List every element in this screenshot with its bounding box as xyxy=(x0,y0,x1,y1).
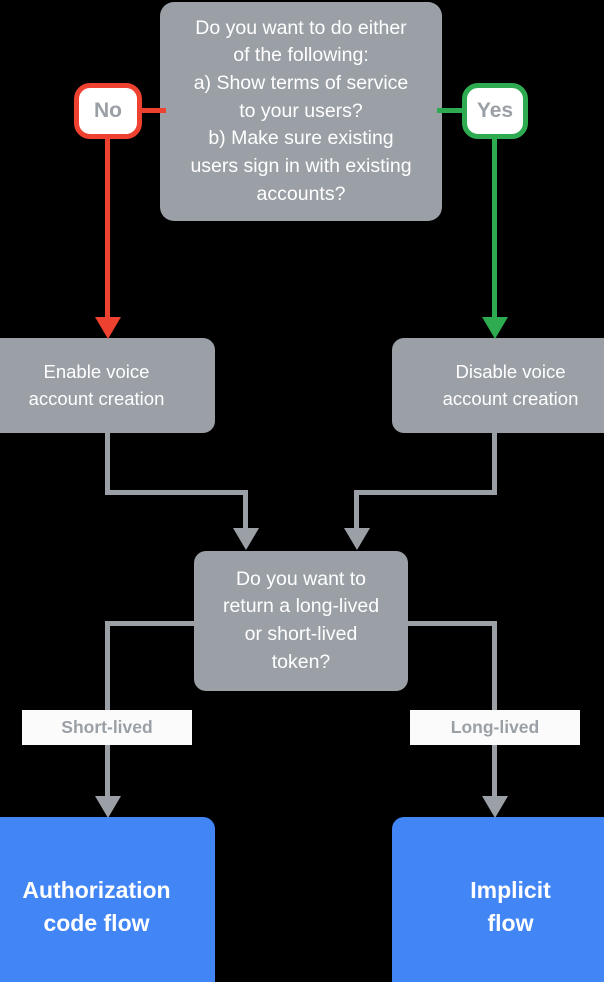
edge-long-across xyxy=(397,621,497,626)
node-enable-text: Enable voice account creation xyxy=(28,361,165,409)
node-disable-voice-account-creation[interactable]: Disable voice account creation xyxy=(392,338,604,433)
edge-no-arrowhead xyxy=(94,317,121,339)
edge-short-across xyxy=(105,621,205,626)
edge-disable-down xyxy=(492,433,497,495)
node-authorization-code-flow[interactable]: Authorization code flow xyxy=(0,817,215,982)
node-authorization-code-flow-text: Authorization code flow xyxy=(22,876,171,936)
branch-badge-yes-label: Yes xyxy=(476,99,514,122)
node-enable-voice-account-creation[interactable]: Enable voice account creation xyxy=(0,338,215,433)
node-disable-text: Disable voice account creation xyxy=(442,361,579,409)
branch-badge-no-label: No xyxy=(94,99,122,122)
node-top-question-text: Do you want to do either of the followin… xyxy=(190,16,412,205)
edge-no-vertical xyxy=(105,136,110,320)
edge-yes-vertical xyxy=(492,136,497,320)
node-implicit-flow[interactable]: Implicit flow xyxy=(392,817,604,982)
node-mid-question[interactable]: Do you want to return a long-lived or sh… xyxy=(194,551,408,691)
edge-long-arrowhead xyxy=(481,796,508,818)
edge-label-short-lived: Short-lived xyxy=(22,710,192,745)
edge-yes-stub xyxy=(437,108,465,113)
edge-no-stub xyxy=(140,108,166,113)
edge-disable-arrowhead xyxy=(343,528,370,550)
edge-label-short-lived-text: Short-lived xyxy=(61,717,153,737)
node-top-question[interactable]: Do you want to do either of the followin… xyxy=(160,2,442,221)
edge-short-arrowhead xyxy=(94,796,121,818)
node-implicit-flow-text: Implicit flow xyxy=(470,876,551,936)
edge-enable-across xyxy=(105,490,248,495)
edge-enable-down xyxy=(105,433,110,495)
edge-enable-into-mid xyxy=(243,490,248,532)
edge-enable-arrowhead xyxy=(232,528,259,550)
edge-disable-across xyxy=(354,490,497,495)
edge-label-long-lived-text: Long-lived xyxy=(450,717,540,737)
branch-badge-no[interactable]: No xyxy=(74,83,142,139)
branch-badge-yes[interactable]: Yes xyxy=(462,83,528,139)
edge-label-long-lived: Long-lived xyxy=(410,710,580,745)
node-mid-question-text: Do you want to return a long-lived or sh… xyxy=(222,567,380,673)
edge-disable-into-mid xyxy=(354,490,359,532)
edge-yes-arrowhead xyxy=(481,317,508,339)
